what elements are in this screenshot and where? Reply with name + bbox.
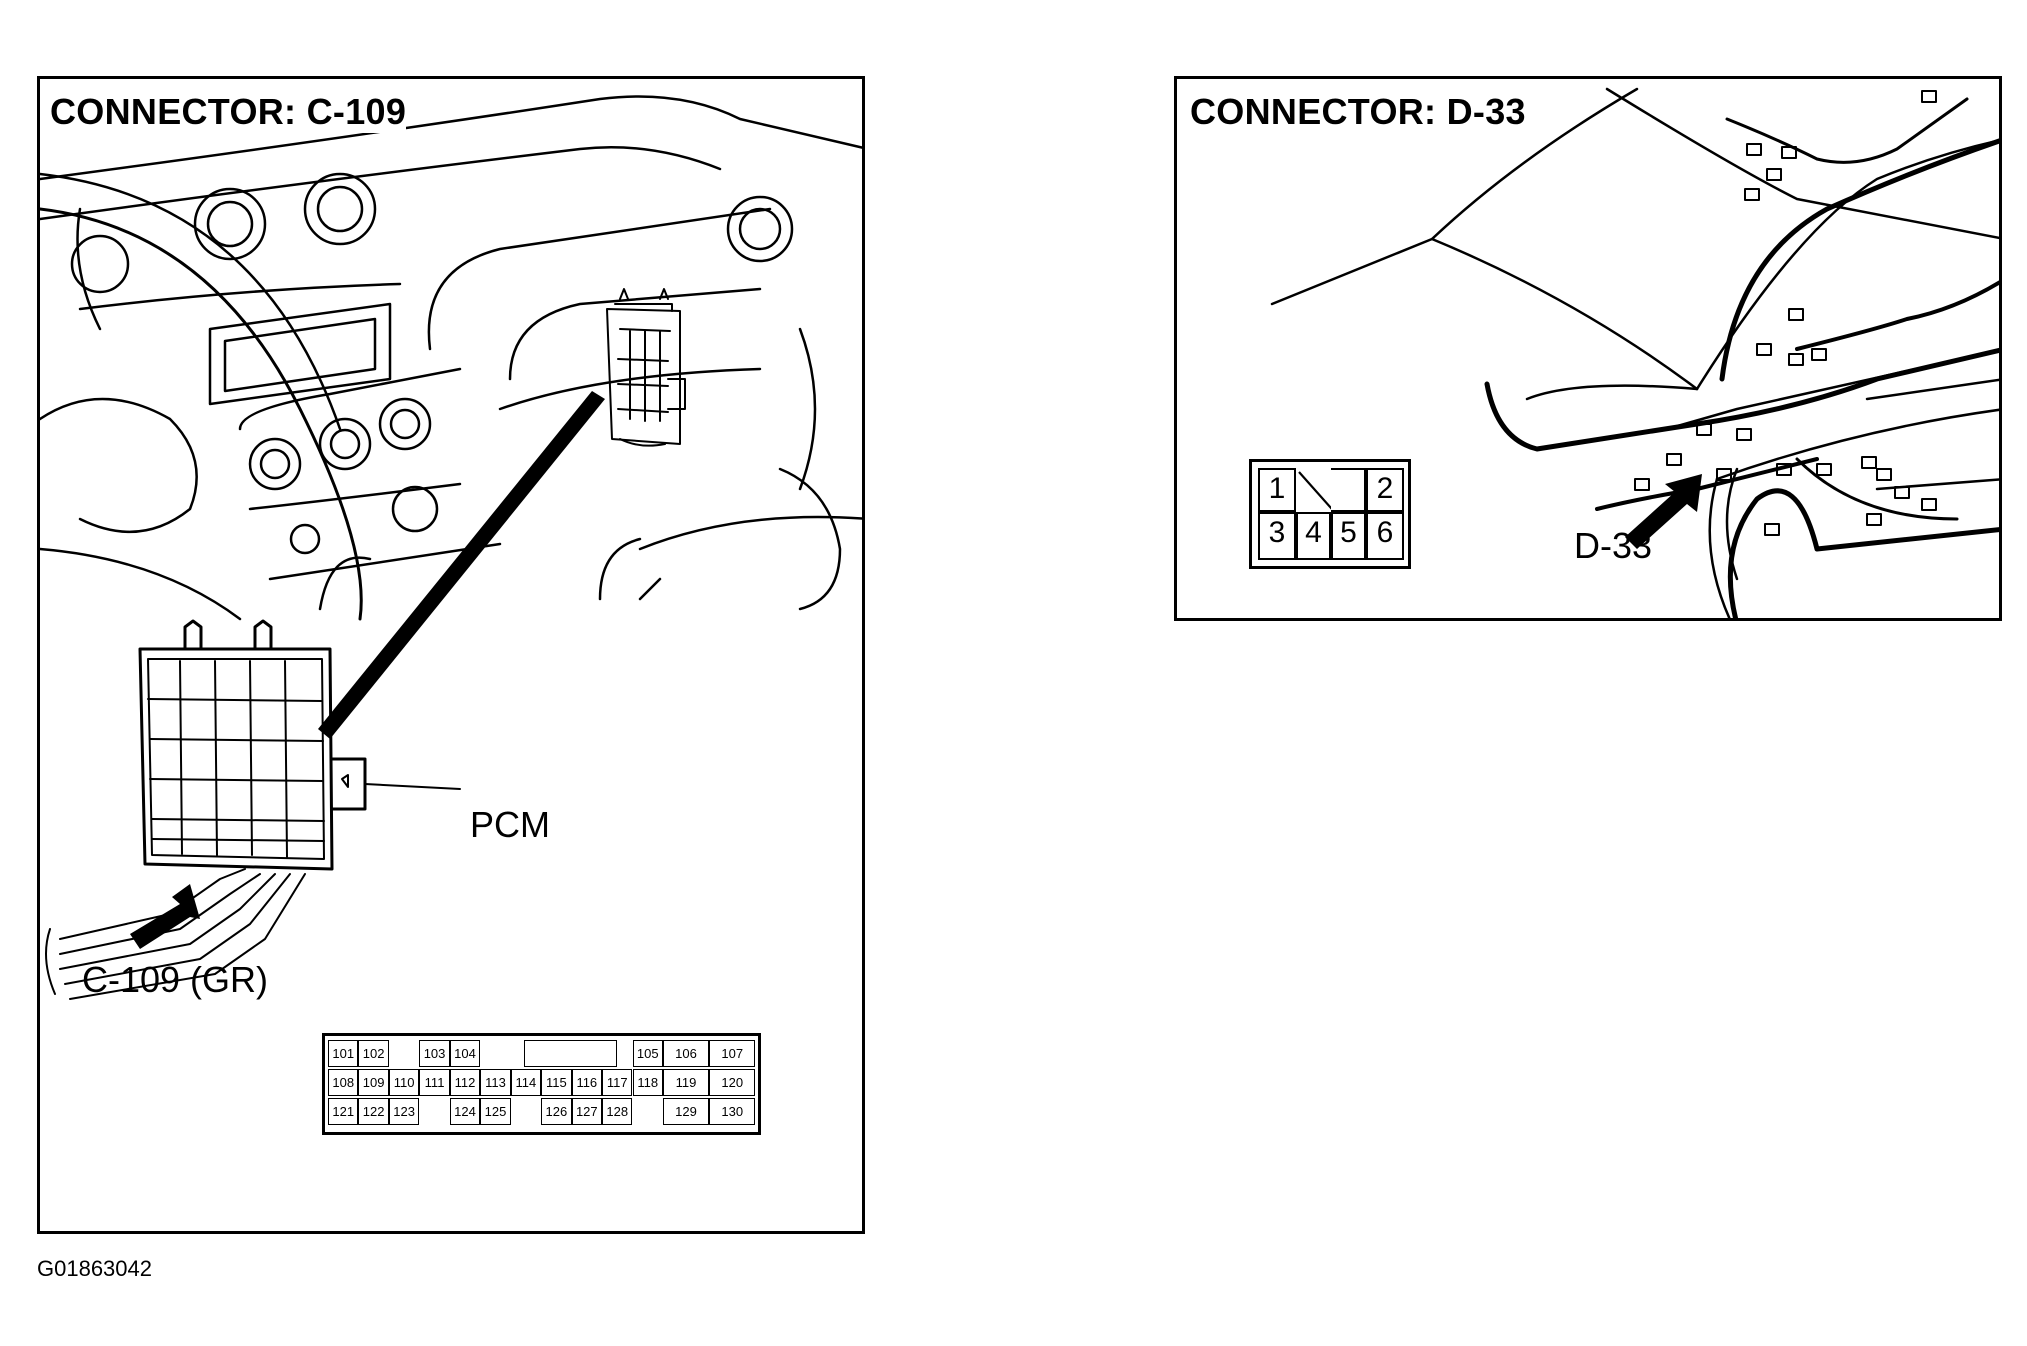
d33-pin: 1 [1258,468,1296,512]
c109-empty-slot [511,1098,541,1125]
connector-c109-panel: CONNECTOR: C-109 [37,76,865,1234]
d33-key-notch [1296,468,1364,512]
c109-empty-slot [633,1098,663,1125]
c109-pin: 106 [662,1040,710,1067]
c109-pin: 116 [571,1069,603,1096]
c109-pin: 120 [709,1069,756,1096]
c109-pin: 117 [602,1069,633,1096]
c109-pin: 111 [419,1069,450,1096]
c109-connector-label: C-109 (GR) [82,959,269,1000]
d33-pin: 6 [1366,512,1404,560]
c109-pin: 105 [632,1040,663,1067]
c109-pin: 107 [709,1040,756,1067]
c109-pin: 124 [449,1098,481,1125]
c109-pin: 115 [541,1069,572,1096]
c109-pin: 101 [328,1040,359,1067]
panel-title-c109: CONNECTOR: C-109 [50,91,407,133]
d33-pin-grid: 1 2 3 4 5 6 [1249,459,1411,569]
c109-empty-slot [389,1040,419,1067]
c109-pin: 102 [358,1040,389,1067]
c109-pin: 112 [449,1069,481,1096]
pcm-label: PCM [470,804,550,845]
c109-pin: 110 [388,1069,420,1096]
c109-pin: 128 [602,1098,633,1125]
c109-empty-slot [524,1040,617,1067]
c109-pin: 123 [388,1098,420,1125]
c109-pin: 130 [709,1098,756,1125]
c109-pin: 114 [510,1069,542,1096]
c109-pin: 122 [358,1098,389,1125]
c109-pin: 108 [328,1069,359,1096]
d33-connector-label: D-33 [1574,525,1653,566]
d33-pin: 5 [1331,512,1366,560]
figure-id: G01863042 [37,1256,152,1281]
d33-key-notch-right [1331,468,1366,512]
c109-empty-slot [419,1098,449,1125]
c109-pin: 118 [632,1069,663,1096]
connector-d33-panel: CONNECTOR: D-33 [1174,76,2002,621]
vehicle-harness-illustration [1270,87,1999,618]
dashboard-illustration [40,95,862,1000]
c109-pin: 127 [571,1098,603,1125]
d33-pin: 4 [1296,512,1331,560]
c109-pin: 119 [662,1069,710,1096]
key-notch-icon [1298,471,1364,510]
c109-pin: 121 [328,1098,359,1125]
c109-pin: 104 [449,1040,481,1067]
d33-pin: 2 [1366,468,1404,512]
c109-pin: 125 [480,1098,511,1125]
c109-pin: 126 [541,1098,572,1125]
c109-pin: 129 [662,1098,710,1125]
panel-title-d33: CONNECTOR: D-33 [1190,91,1526,133]
d33-pin: 3 [1258,512,1296,560]
c109-pin: 113 [480,1069,511,1096]
c109-pin: 103 [419,1040,450,1067]
c109-pin: 109 [358,1069,389,1096]
